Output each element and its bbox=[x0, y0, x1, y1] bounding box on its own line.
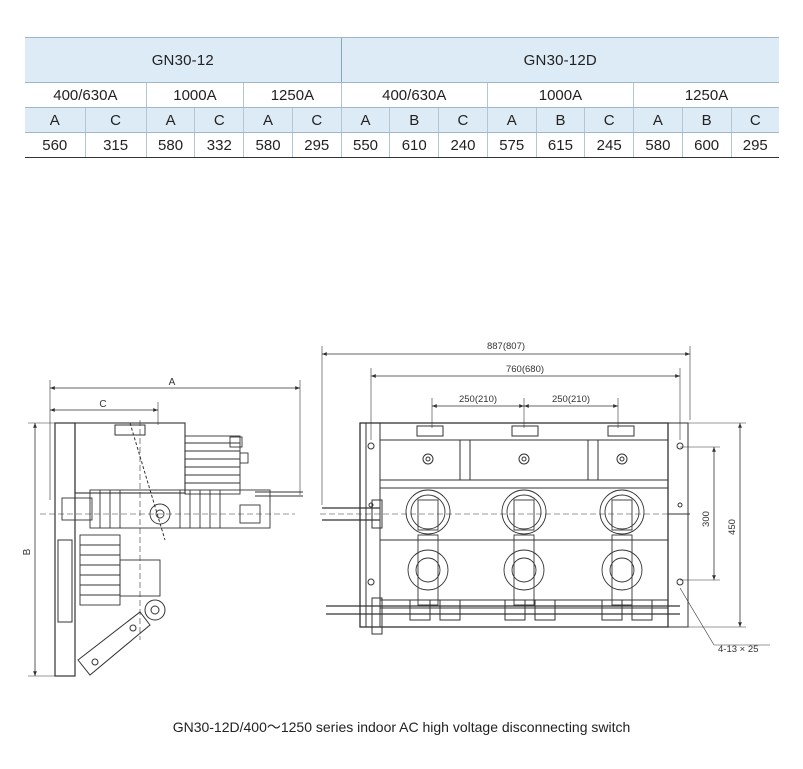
model-header-gn30-12: GN30-12 bbox=[25, 37, 342, 83]
value-cell: 600 bbox=[681, 132, 732, 158]
rating-cell: 400/630A bbox=[340, 82, 488, 108]
value-cell: 315 bbox=[84, 132, 147, 158]
dim-letter-cell: B bbox=[681, 107, 732, 133]
dim-letter-cell: C bbox=[84, 107, 147, 133]
value-cell: 550 bbox=[340, 132, 390, 158]
dim-letter-cell: C bbox=[438, 107, 488, 133]
value-cell: 245 bbox=[584, 132, 634, 158]
dim-a-label: A bbox=[169, 377, 176, 388]
rating-cell: 1000A bbox=[486, 82, 634, 108]
value-cell: 580 bbox=[633, 132, 683, 158]
rating-cell: 400/630A bbox=[25, 82, 147, 108]
dim-b-label: B bbox=[22, 548, 33, 555]
side-view bbox=[28, 380, 303, 677]
value-cell: 580 bbox=[243, 132, 293, 158]
value-cell: 295 bbox=[730, 132, 779, 158]
dim-letter-cell: A bbox=[486, 107, 537, 133]
rating-cell: 1000A bbox=[145, 82, 244, 108]
dim-letter-cell: B bbox=[389, 107, 439, 133]
front-view bbox=[320, 346, 770, 646]
dim-letter-cell: C bbox=[194, 107, 244, 133]
dim-c-label: C bbox=[99, 399, 106, 410]
value-cell: 610 bbox=[389, 132, 439, 158]
dim-letter-cell: A bbox=[340, 107, 390, 133]
value-cell: 240 bbox=[438, 132, 488, 158]
dim-letter-cell: C bbox=[730, 107, 779, 133]
holes-note-label: 4-13 × 25 bbox=[718, 644, 758, 655]
rating-cell: 1250A bbox=[633, 82, 779, 108]
dim-letter-cell: B bbox=[535, 107, 585, 133]
rating-cell: 1250A bbox=[243, 82, 342, 108]
dim-letter-cell: A bbox=[633, 107, 683, 133]
dim-letter-cell: C bbox=[291, 107, 342, 133]
value-cell: 295 bbox=[291, 132, 342, 158]
figure-caption: GN30-12D/400～1250 series indoor AC high … bbox=[172, 719, 631, 735]
dimension-table: GN30-12 GN30-12D 400/630A 1000A 1250A 40… bbox=[25, 37, 779, 158]
value-cell: 615 bbox=[535, 132, 585, 158]
dim-overall-label: 887(807) bbox=[487, 341, 525, 352]
dim-inner-label: 760(680) bbox=[506, 364, 544, 375]
value-cell: 560 bbox=[25, 132, 85, 158]
dim-300-label: 300 bbox=[701, 511, 712, 527]
dim-letter-cell: A bbox=[25, 107, 85, 133]
value-cell: 575 bbox=[486, 132, 537, 158]
model-header-gn30-12d: GN30-12D bbox=[340, 37, 779, 83]
dim-450-label: 450 bbox=[727, 519, 738, 535]
value-cell: 332 bbox=[194, 132, 244, 158]
dim-letter-cell: A bbox=[145, 107, 195, 133]
dim-letter-cell: A bbox=[243, 107, 293, 133]
dim-pitch-2-label: 250(210) bbox=[552, 394, 590, 405]
dim-pitch-1-label: 250(210) bbox=[459, 394, 497, 405]
dim-letter-cell: C bbox=[584, 107, 634, 133]
value-cell: 580 bbox=[145, 132, 195, 158]
